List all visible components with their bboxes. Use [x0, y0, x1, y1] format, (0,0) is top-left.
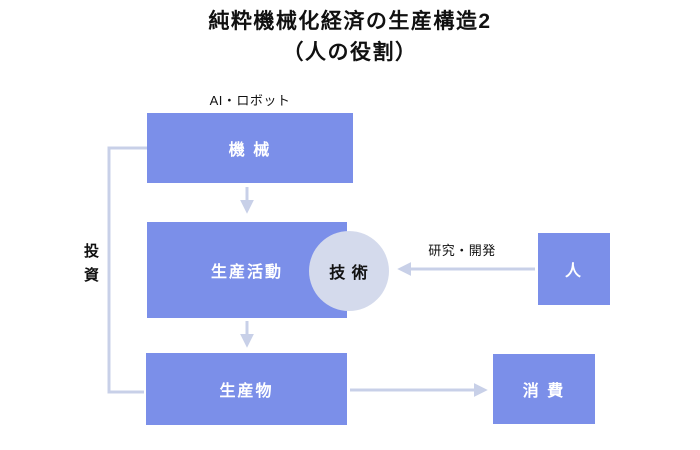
node-machine-label: 機 械	[228, 142, 272, 159]
node-machine: 機 械	[147, 113, 353, 183]
page-title: 純粋機械化経済の生産構造2 （人の役割）	[0, 6, 700, 68]
investment-loop-line	[107, 146, 147, 394]
node-person-label: 人	[564, 263, 583, 280]
node-consumption-label: 消 費	[522, 383, 566, 400]
label-investment: 投資	[82, 243, 99, 291]
node-production-activity-label: 生産活動	[210, 264, 283, 281]
label-research-development: 研究・開発	[428, 243, 496, 258]
node-product-label: 生産物	[219, 383, 274, 400]
label-ai-robot: AI・ロボット	[209, 93, 291, 108]
node-person: 人	[538, 233, 610, 305]
node-technology: 技 術	[309, 231, 389, 311]
page-title-line1: 純粋機械化経済の生産構造2	[208, 10, 492, 33]
page-title-line2: （人の役割）	[282, 41, 418, 64]
node-product: 生産物	[146, 353, 347, 425]
node-consumption: 消 費	[493, 354, 595, 424]
node-technology-label: 技 術	[329, 265, 369, 282]
